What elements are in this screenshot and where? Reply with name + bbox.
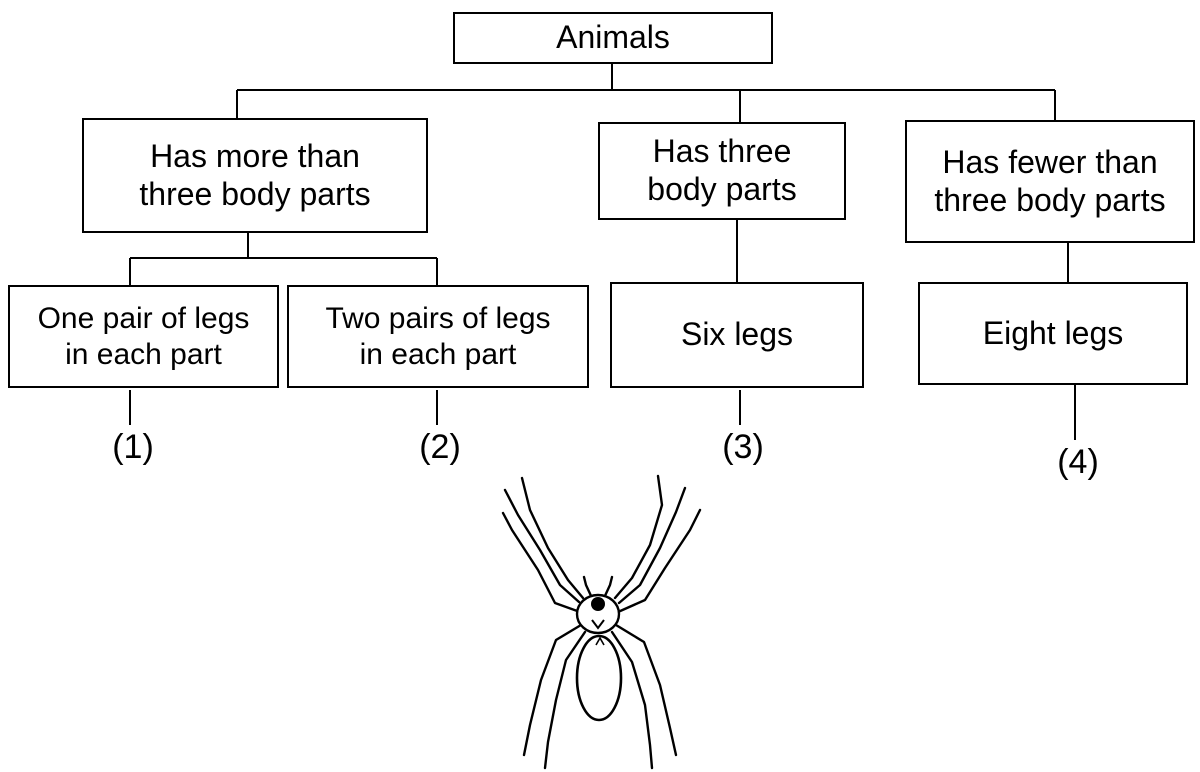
spider-icon bbox=[0, 0, 1200, 772]
classification-diagram: Animals Has more than three body parts H… bbox=[0, 0, 1200, 772]
